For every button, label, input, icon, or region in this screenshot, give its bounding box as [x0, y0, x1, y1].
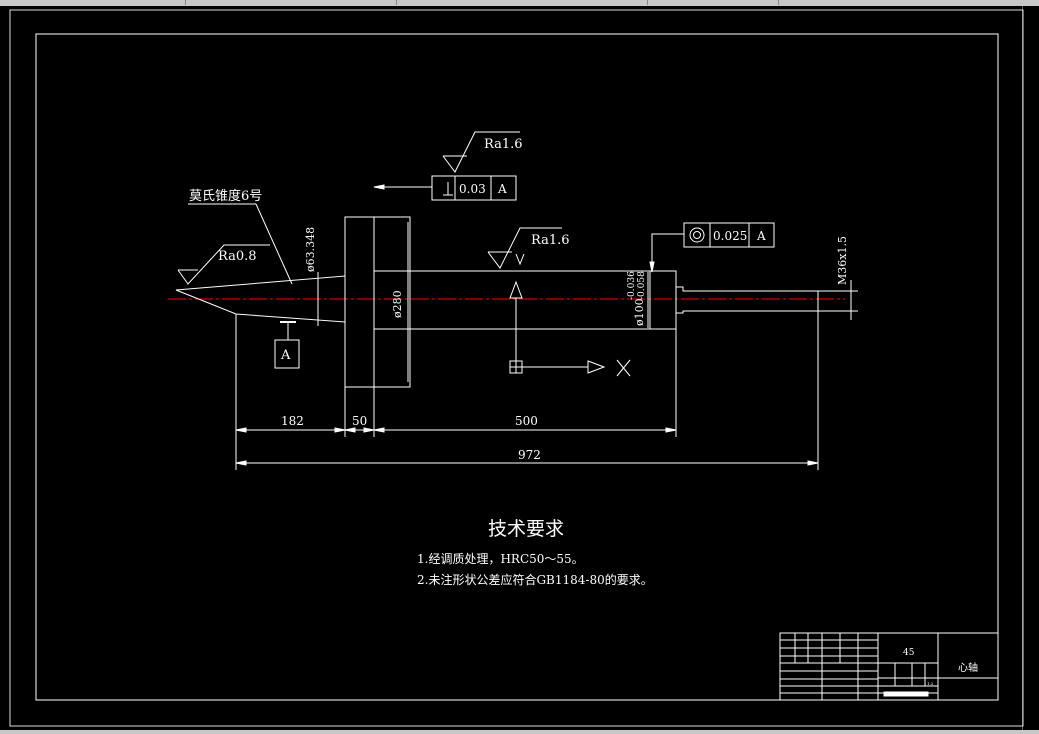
arrowhead	[235, 427, 247, 433]
arrowhead	[363, 427, 375, 433]
arrowhead	[649, 261, 655, 273]
flange-left	[344, 216, 375, 388]
perp-datum: A	[497, 182, 507, 196]
arrowhead	[665, 427, 677, 433]
thread-pin	[676, 286, 819, 314]
thread-spec: M36x1.5	[836, 236, 849, 285]
tolerance-frame-conc	[683, 222, 775, 248]
arrowhead	[373, 427, 385, 433]
note-1: 1.经调质处理，HRC50～55。	[417, 552, 584, 566]
shaft-body	[373, 270, 677, 330]
taper-label: 莫氏锥度6号	[189, 188, 262, 204]
tol-leader	[651, 233, 684, 272]
dia-taper: ø63.348	[304, 227, 317, 272]
dia-body: ø100	[633, 298, 646, 326]
datum-box	[274, 339, 300, 369]
roughness-taper: Ra0.8	[218, 249, 257, 264]
arrowhead	[807, 460, 819, 466]
outer-frame	[9, 9, 1024, 727]
toolbar-slot[interactable]	[0, 0, 186, 5]
dim-500: 500	[515, 414, 538, 428]
roughness-top: Ra1.6	[484, 137, 523, 152]
arrowhead	[235, 460, 247, 466]
tolerance-frame-perp	[431, 175, 517, 201]
notes-title: 技术要求	[488, 518, 564, 540]
concentricity-icon	[689, 227, 705, 243]
roughness-body: Ra1.6	[531, 233, 570, 248]
arrowhead	[334, 427, 346, 433]
arrowhead	[373, 184, 385, 190]
dia-body-tol-upper: -0.036	[627, 271, 637, 300]
roughness-symbol-top	[442, 131, 520, 173]
toolbar-slot[interactable]	[648, 0, 779, 5]
horizontal-scrollbar[interactable]	[0, 730, 1039, 734]
dia-flange: ø280	[391, 290, 404, 318]
title-block	[779, 632, 999, 701]
toolbar-slot[interactable]	[186, 0, 397, 5]
part-name: 心轴	[958, 661, 978, 674]
arrowhead	[344, 427, 356, 433]
inner-frame	[35, 33, 999, 701]
dim-182: 182	[281, 414, 304, 428]
ucs-x-arrow	[587, 360, 606, 374]
dim-972: 972	[518, 448, 541, 462]
title-bar	[0, 0, 1039, 6]
roughness-symbol-body	[487, 227, 562, 269]
material: 45	[903, 648, 915, 658]
perp-value: 0.03	[459, 182, 486, 196]
datum-label: A	[280, 348, 291, 363]
toolbar-slot[interactable]	[397, 0, 648, 5]
taper-leader	[255, 203, 293, 285]
ucs-y-arrow	[509, 280, 523, 299]
note-2: 2.未注形状公差应符合GB1184-80的要求。	[417, 572, 653, 587]
dia-body-tol-lower: -0.058	[637, 271, 647, 300]
dim-50: 50	[352, 414, 367, 428]
conc-datum: A	[756, 229, 766, 243]
conc-value: 0.025	[713, 229, 747, 243]
roughness-mark	[515, 253, 525, 266]
roughness-symbol-taper	[177, 244, 270, 285]
scale: 1:2	[927, 681, 934, 686]
